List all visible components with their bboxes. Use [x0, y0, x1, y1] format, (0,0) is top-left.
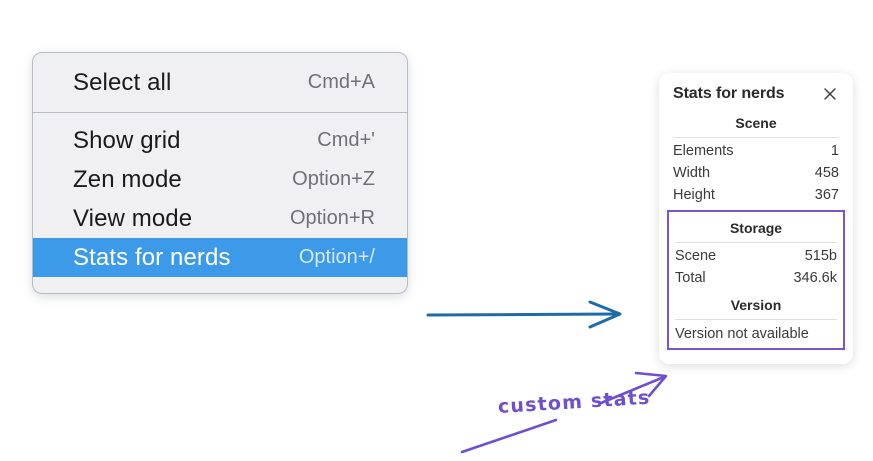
menu-group-1: Select all Cmd+A — [33, 53, 407, 112]
menu-item-show-grid[interactable]: Show grid Cmd+' — [33, 121, 407, 160]
stat-key: Scene — [675, 248, 717, 264]
menu-item-stats-for-nerds[interactable]: Stats for nerds Option+/ — [33, 238, 407, 277]
menu-item-shortcut: Option+/ — [298, 246, 375, 268]
panel-header: Stats for nerds — [659, 83, 853, 107]
menu-item-label: Zen mode — [73, 165, 182, 193]
menu-item-shortcut: Option+Z — [292, 168, 375, 190]
custom-stats-annotation: custom stats — [497, 386, 652, 418]
stat-key: Height — [673, 187, 715, 203]
section-title-storage: Storage — [729, 220, 783, 236]
menu-item-label: View mode — [73, 204, 193, 232]
menu-group-2: Show grid Cmd+' Zen mode Option+Z View m… — [33, 113, 407, 285]
stat-row-storage-scene: Scene 515b — [675, 245, 837, 267]
menu-item-select-all[interactable]: Select all Cmd+A — [33, 63, 407, 102]
version-text: Version not available — [675, 326, 809, 342]
stat-row-storage-total: Total 346.6k — [675, 267, 837, 289]
section-divider — [675, 242, 837, 243]
menu-item-label: Stats for nerds — [73, 243, 231, 271]
stat-row-height: Height 367 — [673, 184, 839, 206]
menu-item-label: Show grid — [73, 126, 181, 154]
stat-key: Elements — [673, 143, 734, 159]
section-title-scene: Scene — [735, 115, 777, 131]
stat-value: 346.6k — [793, 270, 837, 286]
stat-value: 1 — [830, 143, 839, 159]
panel-title: Stats for nerds — [673, 85, 785, 102]
menu-item-shortcut: Cmd+A — [307, 71, 375, 93]
menu-item-shortcut: Option+R — [289, 207, 375, 229]
stat-row-width: Width 458 — [673, 162, 839, 184]
context-menu: Select all Cmd+A Show grid Cmd+' Zen mod… — [32, 52, 408, 294]
menu-item-zen-mode[interactable]: Zen mode Option+Z — [33, 160, 407, 199]
stat-value: 367 — [814, 187, 839, 203]
section-divider — [675, 319, 837, 320]
section-title-version: Version — [730, 297, 782, 313]
stat-key: Width — [673, 165, 711, 181]
purple-underline-stroke — [460, 418, 558, 454]
section-version: Version Version not available — [675, 289, 837, 344]
menu-item-label: Select all — [73, 68, 172, 96]
stats-for-nerds-panel: Stats for nerds Scene Elements 1 Width 4… — [659, 73, 853, 364]
custom-stats-highlight-box: Storage Scene 515b Total 346.6k Version … — [667, 210, 845, 350]
section-divider — [673, 137, 839, 138]
close-icon[interactable] — [821, 85, 839, 103]
stat-value: 458 — [814, 165, 839, 181]
section-storage: Storage Scene 515b Total 346.6k — [675, 212, 837, 289]
stat-value: 515b — [804, 248, 837, 264]
menu-item-shortcut: Cmd+' — [317, 129, 375, 151]
menu-separator — [33, 112, 407, 113]
stat-row-elements: Elements 1 — [673, 140, 839, 162]
stat-key: Total — [675, 270, 706, 286]
blue-arrow — [426, 300, 622, 329]
menu-item-view-mode[interactable]: View mode Option+R — [33, 199, 407, 238]
section-scene: Scene Elements 1 Width 458 Height 367 — [659, 107, 853, 206]
